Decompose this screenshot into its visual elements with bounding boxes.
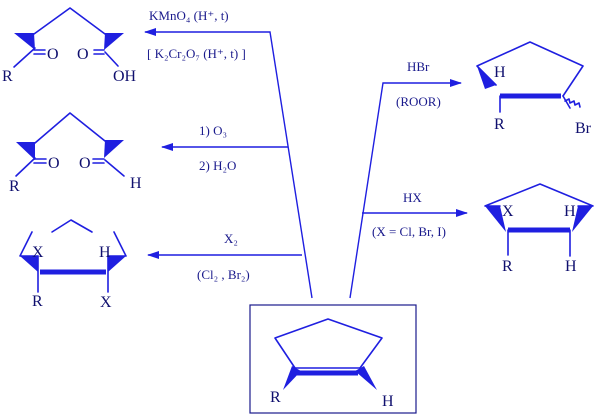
starting-material-cyclopentene: R H <box>249 304 417 414</box>
atom-x: X <box>502 203 514 220</box>
atom-h: H <box>130 175 142 192</box>
chain-bonds <box>33 7 106 35</box>
atom-br: Br <box>575 120 592 137</box>
atom-r: R <box>2 68 13 85</box>
reagent-kmno4: KMnO₄ (H⁺, t) <box>149 8 229 23</box>
chain-bonds <box>34 112 106 144</box>
product-alkyl-halide: X H R H <box>484 183 594 275</box>
product-alkyl-bromide: H R Br <box>476 41 592 137</box>
ring-bonds-top <box>51 219 93 233</box>
arrow-oxidation: KMnO₄ (H⁺, t) [ K₂Cr₂O₇ (H⁺, t) ] <box>144 8 313 299</box>
reagent-roor: (ROOR) <box>396 94 441 109</box>
wedge-left <box>477 66 496 89</box>
wedge-right <box>108 256 126 272</box>
wavy-bond <box>564 98 581 108</box>
arrow-ozonolysis: 1) O₃ 2) H₂O <box>161 123 288 173</box>
ring-bonds-right <box>107 231 127 257</box>
atom-o-ketone: O <box>47 46 59 63</box>
wedge-right <box>104 140 124 158</box>
product-keto-aldehyde: R O O H <box>9 112 142 195</box>
atom-r: R <box>270 389 281 406</box>
atom-r: R <box>494 116 505 133</box>
reagent-hbr: HBr <box>407 59 430 74</box>
reagent-h2o: 2) H₂O <box>199 158 236 173</box>
reagent-x2: X₂ <box>224 231 238 246</box>
bond-c-h <box>104 159 125 177</box>
atom-h: H <box>99 244 111 261</box>
product-keto-acid: R O O OH <box>2 7 137 85</box>
bond-c-r <box>15 157 36 177</box>
wedge-bond-r <box>283 366 301 390</box>
atom-r: R <box>502 258 513 275</box>
wedge-bond-h <box>355 366 377 390</box>
reagent-o3: 1) O₃ <box>199 123 227 138</box>
ring-bonds <box>274 318 383 369</box>
product-dihalide: X H R X <box>19 219 127 311</box>
atom-x-top: X <box>32 244 44 261</box>
atom-h-bottom: H <box>565 258 577 275</box>
atom-h: H <box>382 393 394 410</box>
wedge-right <box>572 206 593 232</box>
atom-x-bottom: X <box>100 294 112 311</box>
reagent-k2cr2o7: [ K₂Cr₂O₇ (H⁺, t) ] <box>147 46 246 61</box>
bond-c-oh <box>104 51 119 67</box>
reagent-hx: HX <box>403 190 422 205</box>
wedge-left <box>14 33 35 50</box>
ring-bonds <box>476 41 584 97</box>
wedge-left <box>485 206 506 232</box>
arrow-hbr-peroxide: HBr (ROOR) <box>349 59 462 299</box>
reactant-box <box>249 304 417 414</box>
wedge-left <box>20 256 38 272</box>
atom-o-aldehyde: O <box>79 155 91 172</box>
reagent-x-options: (X = Cl, Br, I) <box>372 224 446 239</box>
atom-h-top: H <box>564 203 576 220</box>
wedge-left <box>16 142 35 160</box>
atom-oh: OH <box>113 68 137 85</box>
bond-c-r <box>13 47 36 68</box>
arrow-hx-addition: HX (X = Cl, Br, I) <box>362 190 468 239</box>
wedge-right <box>104 33 124 50</box>
atom-r: R <box>32 293 43 310</box>
atom-h: H <box>494 64 506 81</box>
atom-o-ketone: O <box>48 155 60 172</box>
atom-o-acid: O <box>77 46 89 63</box>
reagent-cl2-br2: (Cl₂ , Br₂) <box>197 267 250 282</box>
arrow-halogenation: X₂ (Cl₂ , Br₂) <box>147 231 302 282</box>
atom-r: R <box>9 178 20 195</box>
bond-c-br <box>562 95 571 109</box>
